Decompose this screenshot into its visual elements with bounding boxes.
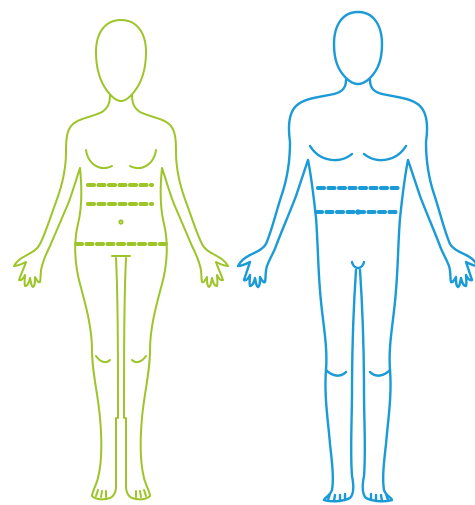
male-knee-right xyxy=(370,370,390,376)
female-right-outline xyxy=(126,95,228,499)
female-inner-leg-left xyxy=(116,258,118,418)
female-figure xyxy=(14,20,228,499)
female-navel xyxy=(119,220,122,223)
female-knee-right xyxy=(132,356,146,362)
female-bust-left xyxy=(86,150,112,168)
male-left-outline xyxy=(238,80,356,501)
female-measurement-lines xyxy=(76,185,166,244)
female-toes-right xyxy=(136,490,146,497)
female-head xyxy=(96,20,146,101)
female-knee-left xyxy=(96,356,110,362)
female-left-outline xyxy=(14,95,116,499)
male-chest-left xyxy=(310,146,352,160)
female-body-outline xyxy=(14,20,228,499)
male-head xyxy=(334,12,382,84)
female-bust-right xyxy=(130,150,156,168)
male-knee-left xyxy=(326,370,346,376)
male-right-outline xyxy=(360,80,475,501)
male-chest-right xyxy=(364,146,406,160)
female-toes-left xyxy=(96,490,106,497)
male-crotch xyxy=(352,262,364,268)
male-body-outline xyxy=(238,12,475,501)
male-measurement-lines xyxy=(316,188,400,212)
male-figure xyxy=(238,12,475,501)
female-inner-leg-right xyxy=(124,258,126,418)
